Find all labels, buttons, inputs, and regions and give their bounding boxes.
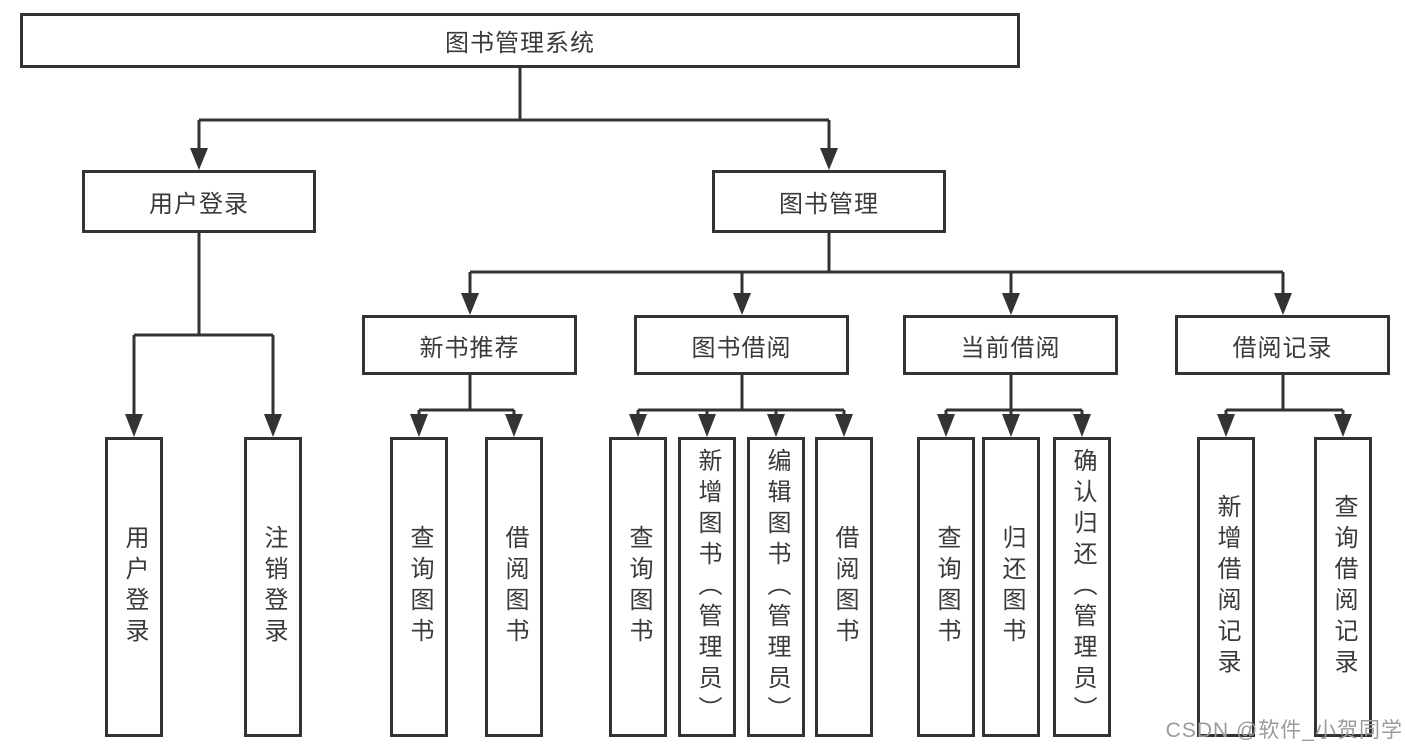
leaf-bb-query-books: 查询图书 <box>609 437 667 737</box>
leaf-br-query-record-label: 查询借阅记录 <box>1330 494 1357 680</box>
leaf-cb-return-books-label: 归还图书 <box>998 525 1025 649</box>
node-book-management-label: 图书管理 <box>779 191 879 218</box>
leaf-bb-borrow-books: 借阅图书 <box>815 437 873 737</box>
node-user-login: 用户登录 <box>82 170 316 233</box>
leaf-cb-confirm-return-admin-label: 确认归还（管理员） <box>1069 447 1096 727</box>
leaf-bb-add-books-admin-label: 新增图书（管理员） <box>694 447 721 727</box>
leaf-bb-edit-books-admin-label: 编辑图书（管理员） <box>763 447 790 727</box>
leaf-cb-query-books-label: 查询图书 <box>933 525 960 649</box>
node-current-borrow: 当前借阅 <box>903 315 1118 375</box>
leaf-bb-edit-books-admin: 编辑图书（管理员） <box>747 437 805 737</box>
leaf-cb-query-books: 查询图书 <box>917 437 975 737</box>
leaf-bb-borrow-books-label: 借阅图书 <box>831 525 858 649</box>
node-root-label: 图书管理系统 <box>445 30 595 57</box>
leaf-bb-query-books-label: 查询图书 <box>625 525 652 649</box>
leaf-user-login: 用户登录 <box>105 437 163 737</box>
leaf-cb-return-books: 归还图书 <box>982 437 1040 737</box>
node-current-borrow-label: 当前借阅 <box>960 334 1061 362</box>
leaf-logout: 注销登录 <box>244 437 302 737</box>
leaf-nbr-query-books-label: 查询图书 <box>406 525 433 649</box>
arrowheads <box>125 148 1352 437</box>
leaf-br-query-record: 查询借阅记录 <box>1314 437 1372 737</box>
node-new-book-recommend: 新书推荐 <box>362 315 577 375</box>
node-root-system: 图书管理系统 <box>20 13 1020 68</box>
leaf-nbr-borrow-books: 借阅图书 <box>485 437 543 737</box>
leaf-nbr-query-books: 查询图书 <box>390 437 448 737</box>
leaf-br-add-record: 新增借阅记录 <box>1197 437 1255 737</box>
leaf-logout-label: 注销登录 <box>260 525 287 649</box>
node-book-borrow: 图书借阅 <box>634 315 849 375</box>
csdn-watermark: CSDN @软件_小贺同学 <box>1165 719 1403 742</box>
node-user-login-label: 用户登录 <box>149 191 249 218</box>
node-borrow-records: 借阅记录 <box>1175 315 1390 375</box>
leaf-br-add-record-label: 新增借阅记录 <box>1213 494 1240 680</box>
leaf-bb-add-books-admin: 新增图书（管理员） <box>678 437 736 737</box>
leaf-cb-confirm-return-admin: 确认归还（管理员） <box>1053 437 1111 737</box>
node-book-management: 图书管理 <box>712 170 946 233</box>
node-new-book-recommend-label: 新书推荐 <box>419 334 520 362</box>
leaf-user-login-label: 用户登录 <box>121 525 148 649</box>
node-book-borrow-label: 图书借阅 <box>691 334 792 362</box>
leaf-nbr-borrow-books-label: 借阅图书 <box>501 525 528 649</box>
node-borrow-records-label: 借阅记录 <box>1232 334 1333 362</box>
